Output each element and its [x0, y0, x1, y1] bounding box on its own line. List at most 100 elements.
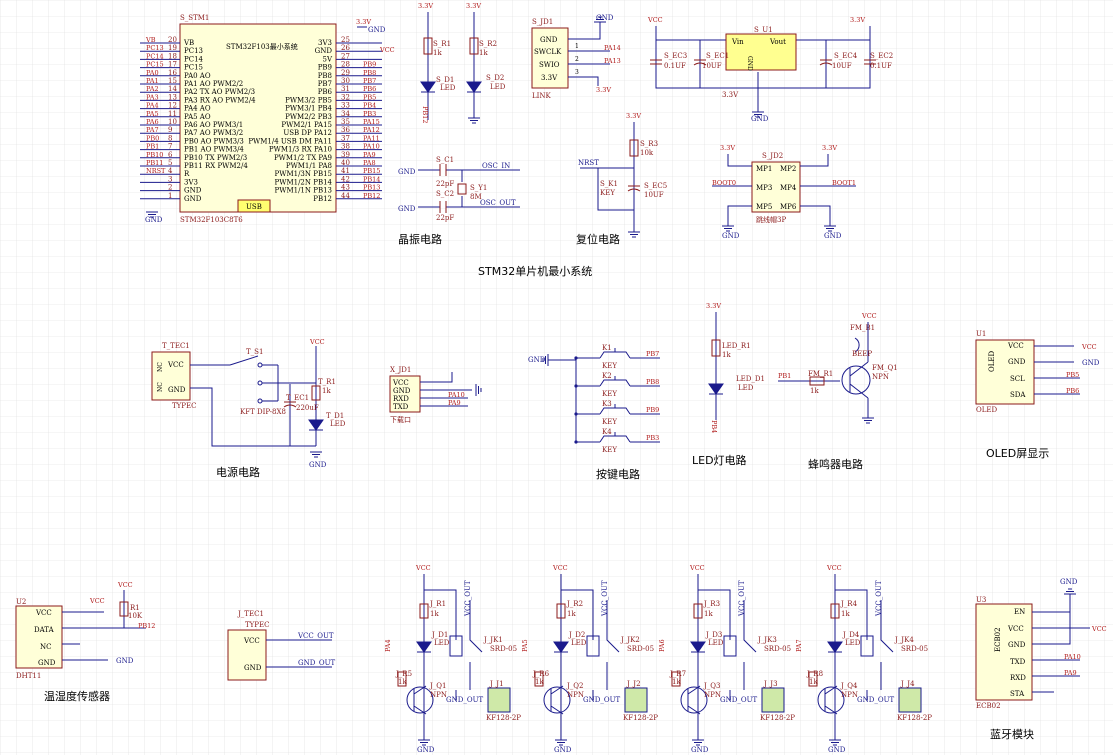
led-v33: 3.3V	[706, 302, 721, 310]
oled-sda: SDA	[1010, 391, 1026, 399]
section-buzzer: 蜂鸣器电路	[808, 457, 863, 471]
ttec-gnd: GND	[168, 386, 186, 394]
bt-gnd-net: GND	[1060, 578, 1078, 586]
relay-q-val: NPN	[430, 691, 447, 699]
relay-r-val: 1k	[430, 610, 439, 618]
sd1-val: LED	[440, 84, 456, 92]
mcu-left-pin-num: 7	[168, 143, 172, 151]
mcu-right-net: PB5	[363, 93, 376, 101]
mcu-left-pin-num: 11	[168, 110, 177, 118]
ledr1-ref: LED_R1	[722, 342, 751, 350]
relay-q-val: NPN	[704, 691, 721, 699]
relay-channel: VCCJ_R11kJ_D1LEDVCC_OUTJ_JK1SRD-05PA4J_R…	[384, 564, 521, 754]
mcu-body	[179, 23, 337, 213]
dht-vcc: VCC	[35, 609, 52, 617]
r3-ref: S_R3	[640, 140, 658, 148]
ts1-val: KFT DIP-8X8	[240, 408, 286, 416]
xtal-gnd-2: GND	[398, 205, 416, 213]
mcu-gnd-label: GND	[368, 26, 386, 34]
mcu-usb	[237, 199, 271, 213]
relay-j-ref: J_J2	[626, 680, 641, 688]
mcu-left-net: PB11	[146, 159, 163, 167]
c1-ref: S_C1	[436, 156, 454, 164]
sd-v33-1: 3.3V	[418, 2, 433, 10]
mcu-right-pin-num: 32	[341, 93, 350, 101]
ttec-nc1: NC	[157, 362, 164, 372]
fmr1-ref: FM_R1	[808, 370, 833, 378]
mcu-left-pin-num: 6	[168, 151, 173, 159]
sd2-val: LED	[490, 83, 506, 91]
relay-vcc: VCC	[415, 564, 431, 572]
mcu-right-pin-fn: USB DP PA12	[283, 129, 332, 137]
ec1-val: 10UF	[702, 62, 722, 70]
boot-gnd-2: GND	[824, 232, 842, 240]
pwr-vcc: VCC	[309, 338, 325, 346]
relay-j-ref: J_J3	[763, 680, 778, 688]
mcu-right-pin-fn: PWM1/3 RX PA10	[269, 146, 332, 154]
mcu-left-pin-fn: PA2 TX AO PWM2/3	[184, 88, 255, 96]
boot-v33-1: 3.3V	[720, 144, 735, 152]
mcu-left-pin-num: 17	[168, 61, 177, 69]
mcu-left-pin-fn: VB	[183, 39, 194, 47]
key-val: KEY	[602, 362, 617, 370]
oled-pb5: PB5	[1066, 371, 1079, 379]
section-reset: 复位电路	[576, 232, 620, 246]
relay-d-val: LED	[845, 639, 861, 647]
relay-r5-val: 1k	[398, 678, 407, 686]
mcu-right-pin-fn: PWM2/1 PA15	[281, 121, 332, 129]
relay-jk-val: SRD-05	[764, 645, 791, 653]
relay-channel: VCCJ_R41kJ_D4LEDVCC_OUTJ_JK4SRD-05PA7J_R…	[795, 564, 932, 754]
relay-j-val: KF128-2P	[897, 714, 932, 722]
mcu-left-net: PA6	[146, 118, 159, 126]
crystal-circuit: S_C1 S_C2 22pF 22pF GND GND S_Y1 8M OSC_…	[398, 156, 520, 246]
jd1-gnd: GND	[540, 36, 558, 44]
mcu-left-pin-fn: PA6 AO PWM3/1	[184, 121, 243, 129]
mcu-left-pin-num: 5	[168, 159, 172, 167]
sr2-val: 1k	[479, 49, 488, 57]
relay-q-ref: J_Q4	[840, 682, 858, 690]
mcu-usb-label: USB	[246, 203, 262, 211]
dht-vcc-net: VCC	[89, 597, 105, 605]
section-title: STM32单片机最小系统	[478, 264, 592, 278]
jd1-gnd-net: GND	[596, 14, 614, 22]
mcu-right-pin-num: 37	[341, 134, 350, 142]
ec5-val: 10UF	[644, 191, 664, 199]
mcu-left-net: PA5	[146, 110, 159, 118]
ttec-val: TYPEC	[172, 402, 196, 410]
relay-r5-ref: J_R8	[806, 670, 823, 678]
mcu-left-pin-fn: PA4 AO	[184, 105, 211, 113]
mcu-left-pin-fn: PA1 AO PWM2/2	[184, 80, 243, 88]
key-net: PB7	[646, 350, 659, 358]
ec4-val: 10UF	[832, 62, 852, 70]
sd-pb12: PB12	[421, 106, 429, 123]
mcu-right-pin-num: 39	[341, 151, 350, 159]
dht-gnd: GND	[38, 659, 56, 667]
relay-in-net: PA5	[521, 639, 529, 652]
relay-vccout: VCC_OUT	[464, 580, 472, 617]
relay-d-ref: J_D2	[568, 631, 585, 639]
bt-gnd: GND	[1008, 641, 1026, 649]
mcu-right-pin-fn: PWM1/2 TX PA9	[274, 154, 332, 162]
dht-gnd-net: GND	[116, 657, 134, 665]
relay-gnd: GND	[691, 746, 709, 754]
mcu-left-net: PB0	[146, 134, 159, 142]
relay-d-val: LED	[434, 639, 450, 647]
jtec-val: TYPEC	[245, 621, 269, 629]
mcu-left-pin-num: 10	[168, 118, 177, 126]
relay-jk-ref: J_JK1	[483, 636, 503, 644]
jtec-vccout: VCC_OUT	[297, 632, 334, 640]
mcu-block: S_STM1 STM32F103最小系统 STM32F103C8T6 USB V…	[140, 14, 395, 224]
mcu-left-net: PA1	[146, 77, 159, 85]
reg-v33: 3.3V	[850, 16, 865, 24]
oled-name: OLED	[988, 351, 996, 372]
mcu-left-pin-num: 19	[168, 44, 177, 52]
mcu-right-pin-fn: PWM1/3N PB15	[275, 170, 332, 178]
mcu-right-net: PB8	[363, 69, 376, 77]
bt-vcc-net: VCC	[1091, 625, 1107, 633]
key-ref: K1	[602, 344, 612, 352]
relay-r-ref: J_R3	[703, 600, 720, 608]
bt-en: EN	[1014, 608, 1025, 616]
oled-ref: U1	[976, 330, 986, 338]
key-ref: K4	[602, 428, 612, 436]
